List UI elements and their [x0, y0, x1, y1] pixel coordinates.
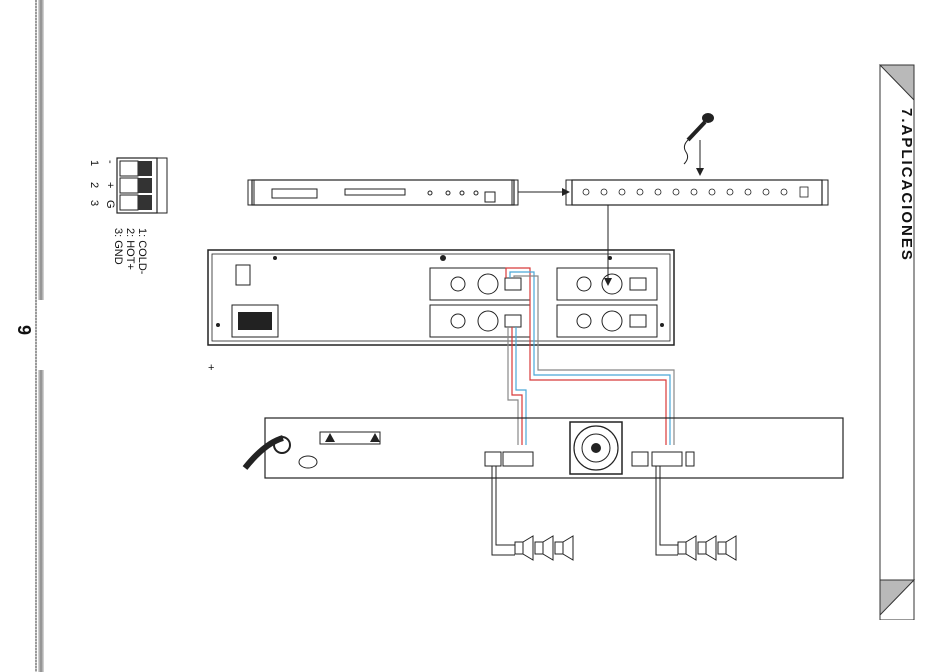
- microphone-icon: [684, 113, 714, 176]
- pin-mark-2: +: [104, 182, 116, 188]
- pin-mark-3: G: [104, 200, 116, 209]
- pin-legend-gnd: 3: GND: [112, 228, 124, 265]
- left-margin-strip: [0, 0, 52, 672]
- pin-number-2: 2: [88, 182, 100, 188]
- pin-mark-1: -: [104, 160, 116, 164]
- arrow-icon: [604, 278, 612, 286]
- speaker-group-b: [678, 536, 736, 560]
- margin-rule: [35, 0, 37, 672]
- page-number: 9: [13, 325, 34, 335]
- application-wiring-diagram: [200, 100, 880, 580]
- pin-legend-hot: 2: HOT+: [124, 228, 136, 270]
- source-player-unit: [248, 180, 518, 205]
- section-title: 7.APLICACIONES: [898, 108, 915, 262]
- matrix-unit: [208, 250, 674, 345]
- pin-legend-cold: 1: COLD-: [136, 228, 148, 274]
- margin-bar-top: [38, 0, 44, 300]
- speaker-group-a: [515, 536, 573, 560]
- power-amplifier: [245, 418, 843, 478]
- mixer-unit: [566, 180, 828, 205]
- margin-bar-bottom: [38, 370, 44, 672]
- terminal-block: [117, 158, 167, 213]
- pin-number-3: 3: [88, 200, 100, 206]
- pin-number-1: 1: [88, 160, 100, 166]
